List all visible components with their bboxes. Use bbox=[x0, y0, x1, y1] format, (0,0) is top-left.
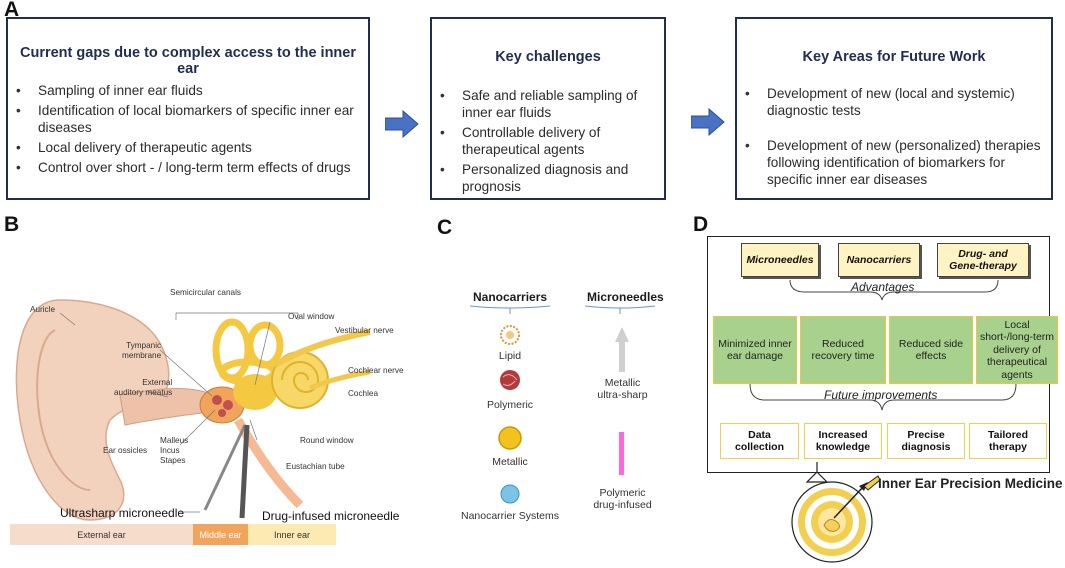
polymeric-line: Polymeric bbox=[599, 487, 646, 499]
list-item: Safe and reliable sampling of inner ear … bbox=[436, 87, 662, 121]
panel-d-braces bbox=[749, 279, 1017, 411]
label-tympanic-2: membrane bbox=[122, 350, 162, 360]
list-item: Identification of local biomarkers of sp… bbox=[12, 102, 364, 136]
label-eustachian-tube: Eustachian tube bbox=[286, 462, 345, 471]
list-item: Controllable delivery of therapeutical a… bbox=[436, 124, 662, 158]
metallic-microneedle-icon bbox=[615, 327, 629, 372]
label-vestibular-nerve: Vestibular nerve bbox=[335, 326, 394, 335]
future-line1: Data bbox=[748, 428, 771, 441]
future-improvements-label: Future improvements bbox=[824, 388, 938, 402]
future-line2: knowledge bbox=[815, 441, 871, 453]
future-line1: Tailored bbox=[987, 428, 1029, 441]
advantage-note: Reduced recovery time bbox=[800, 316, 886, 384]
panel-label-a: A bbox=[4, 0, 20, 21]
label-oval-window: Oval window bbox=[288, 312, 335, 321]
panel-c-icons bbox=[469, 305, 656, 504]
label-cochlea: Cochlea bbox=[348, 389, 379, 398]
drug-infused-label: Drug-infused microneedle bbox=[262, 509, 400, 523]
future-line2: therapy bbox=[989, 441, 1027, 453]
label-stapes: Stapes bbox=[160, 456, 186, 465]
label-external-2: auditory meatus bbox=[114, 387, 173, 397]
label-incus: Incus bbox=[160, 446, 180, 455]
nanocarrier-system-icon bbox=[500, 484, 520, 504]
future-line2: diagnosis bbox=[901, 441, 951, 453]
label-semicircular-canals: Semicircular canals bbox=[170, 288, 241, 297]
metallic-line: Metallic bbox=[604, 377, 641, 389]
key-challenges-title: Key challenges bbox=[495, 49, 601, 65]
label-external-1: External bbox=[142, 378, 173, 387]
future-work-list: Development of new (local and systemic) … bbox=[741, 85, 1049, 191]
region-external-ear: External ear bbox=[10, 524, 193, 545]
nanocarriers-heading: Nanocarriers bbox=[473, 290, 548, 304]
list-item: Development of new (local and systemic) … bbox=[741, 85, 1049, 119]
future-line1: Increased bbox=[818, 428, 868, 441]
future-line1: Precise bbox=[907, 428, 945, 441]
metallic-label: Metallic bbox=[492, 456, 528, 468]
advantage-note: Reduced side effects bbox=[889, 316, 973, 384]
microneedles-heading: Microneedles bbox=[587, 290, 664, 304]
polymeric-label: Polymeric bbox=[486, 399, 534, 411]
lipid-label: Lipid bbox=[498, 350, 522, 362]
nanocarrier-systems-label: Nanocarrier Systems bbox=[460, 510, 560, 522]
gene-therapy-line: Gene-therapy bbox=[949, 260, 1017, 272]
ultrasharp-label: Ultrasharp microneedle bbox=[60, 506, 185, 520]
label-ear-ossicles: Ear ossicles bbox=[103, 446, 148, 455]
label-round-window: Round window bbox=[300, 436, 354, 445]
drug-infused-line: drug-infused bbox=[593, 499, 652, 511]
label-malleus: Malleus bbox=[160, 436, 189, 445]
key-challenges-box: Key challenges Safe and reliable samplin… bbox=[430, 17, 666, 200]
target-icon bbox=[791, 462, 881, 563]
future-line2: collection bbox=[734, 441, 784, 453]
arrow-right-icon bbox=[691, 108, 725, 136]
region-inner-ear: Inner ear bbox=[248, 524, 336, 545]
current-gaps-list: Sampling of inner ear fluids Identificat… bbox=[12, 82, 364, 179]
advantage-note: Local short-/long-term delivery of thera… bbox=[976, 316, 1058, 384]
label-auricle: Auricle bbox=[30, 305, 56, 314]
polymeric-microneedle-icon bbox=[619, 432, 624, 475]
ultrasharp-line: ultra-sharp bbox=[597, 389, 648, 401]
nanocarriers-note: Nanocarriers bbox=[838, 243, 920, 277]
metallic-icon bbox=[498, 426, 522, 450]
future-work-title: Key Areas for Future Work bbox=[802, 49, 986, 65]
current-gaps-box: Current gaps due to complex access to th… bbox=[6, 17, 370, 200]
panel-label-d: D bbox=[693, 213, 709, 236]
ear-anatomy-illustration bbox=[15, 299, 371, 521]
region-middle-ear: Middle ear bbox=[193, 524, 248, 545]
panel-label-c: C bbox=[437, 216, 453, 239]
current-gaps-title: Current gaps due to complex access to th… bbox=[20, 45, 356, 77]
list-item: Personalized diagnosis and prognosis bbox=[436, 161, 662, 195]
label-tympanic-1: Tympanic bbox=[126, 341, 162, 350]
key-challenges-list: Safe and reliable sampling of inner ear … bbox=[436, 87, 662, 198]
advantage-note: Minimized inner ear damage bbox=[713, 316, 797, 384]
list-item: Local delivery of therapeutic agents bbox=[12, 139, 364, 156]
list-item: Sampling of inner ear fluids bbox=[12, 82, 364, 99]
future-work-box: Key Areas for Future Work Development of… bbox=[735, 17, 1053, 200]
list-item: Control over short - / long-term term ef… bbox=[12, 159, 364, 176]
microneedles-note: Microneedles bbox=[741, 243, 819, 277]
precision-medicine-title: Inner Ear Precision Medicine bbox=[878, 476, 1063, 491]
label-cochlear-nerve: Cochlear nerve bbox=[348, 366, 404, 375]
drug-and-line: Drug- and bbox=[958, 248, 1008, 260]
advantages-label: Advantages bbox=[851, 280, 915, 294]
list-item: Development of new (personalized) therap… bbox=[741, 137, 1049, 188]
panel-label-b: B bbox=[4, 213, 20, 236]
arrow-right-icon bbox=[385, 110, 419, 138]
